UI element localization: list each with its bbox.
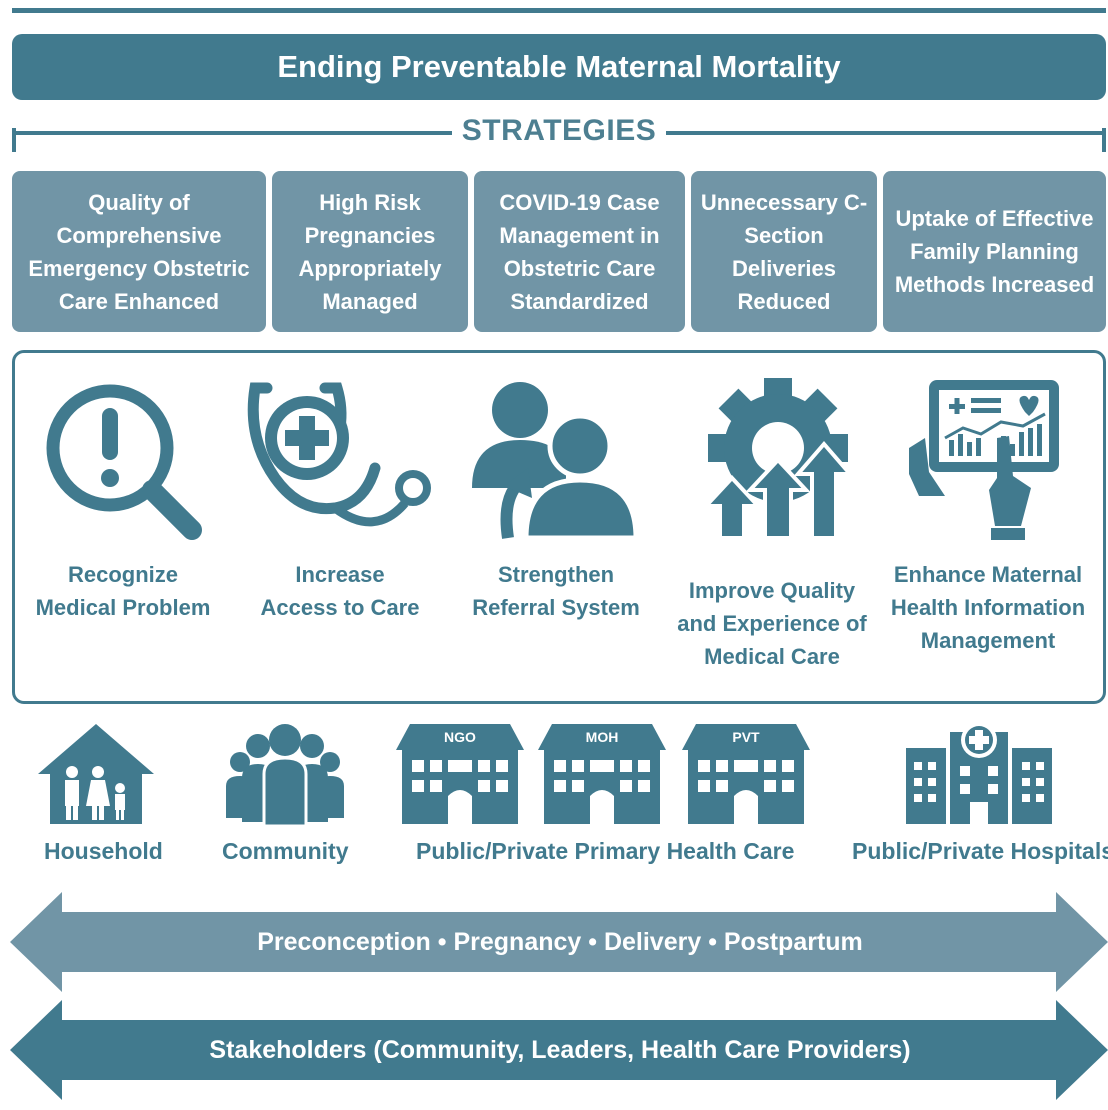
continuum-label: Preconception • Pregnancy • Delivery • P… — [257, 927, 863, 956]
strategy-box-2: High Risk Pregnancies Appropriately Mana… — [272, 171, 468, 332]
pvt-building-icon — [682, 724, 810, 824]
action-label-3: Strengthen Referral System — [472, 562, 640, 620]
action-label-4: Improve Quality and Experience of Medica… — [677, 578, 867, 669]
level-label-hospitals: Public/Private Hospitals — [852, 838, 1108, 864]
house-icon — [38, 724, 154, 824]
moh-tag: MOH — [585, 729, 619, 745]
level-label-household: Household — [44, 838, 163, 864]
actions-panel — [12, 350, 1106, 704]
strategies-left-cap — [12, 128, 16, 152]
continuum-arrow — [10, 892, 1108, 992]
strategy-box-3: COVID-19 Case Management in Obstetric Ca… — [474, 171, 685, 332]
action-label-5: Enhance Maternal Health Information Mana… — [890, 562, 1086, 653]
strategies-left-rule — [12, 131, 452, 135]
strategies-right-rule — [666, 131, 1106, 135]
top-rule — [12, 8, 1106, 13]
ngo-building-icon — [396, 724, 524, 824]
action-label-2: Increase Access to Care — [260, 562, 420, 620]
hospital-icon — [906, 722, 1052, 824]
strategies-heading: STRATEGIES — [461, 114, 657, 147]
strategies-right-cap — [1102, 128, 1106, 152]
strategy-box-5: Uptake of Effective Family Planning Meth… — [883, 171, 1106, 332]
moh-building-icon — [538, 724, 666, 824]
magnifier-exclamation-icon — [46, 384, 202, 540]
strategy-box-1: Quality of Comprehensive Emergency Obste… — [12, 171, 266, 332]
community-icon — [226, 724, 344, 828]
strategy-box-4: Unnecessary C-Section Deliveries Reduced — [691, 171, 877, 332]
gear-arrows-icon — [701, 378, 855, 540]
stethoscope-icon — [247, 382, 431, 527]
people-referral-icon — [472, 382, 639, 541]
action-label-1: Recognize Medical Problem — [35, 562, 211, 620]
stakeholders-arrow — [10, 1000, 1108, 1100]
level-label-community: Community — [222, 838, 349, 864]
level-label-primary-care: Public/Private Primary Health Care — [416, 838, 795, 864]
stakeholders-label: Stakeholders (Community, Leaders, Health… — [209, 1035, 911, 1064]
page-title: Ending Preventable Maternal Mortality — [12, 34, 1106, 100]
pvt-tag: PVT — [732, 729, 760, 745]
tablet-data-icon — [909, 380, 1059, 540]
ngo-tag: NGO — [444, 729, 476, 745]
